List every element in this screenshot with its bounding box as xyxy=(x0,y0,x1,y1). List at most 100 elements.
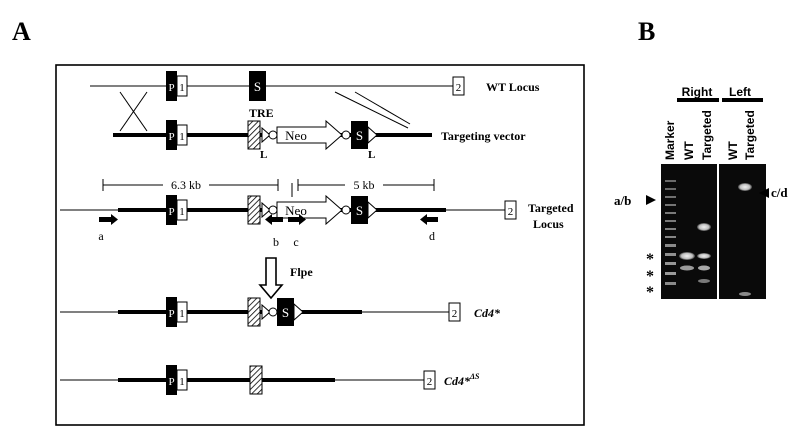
tre-hatched-box xyxy=(247,195,261,225)
primer-c-arrow xyxy=(288,214,306,225)
exon1-label: 1 xyxy=(179,206,185,218)
exon2-label: 2 xyxy=(508,206,514,218)
loxp-triangle xyxy=(367,200,378,220)
loxp-triangle xyxy=(261,126,271,144)
ladder-band xyxy=(665,212,676,214)
band-left-bottom xyxy=(739,292,751,296)
band-cd-label: c/d xyxy=(771,185,788,200)
band-star-targeted-2 xyxy=(698,265,710,271)
cd4-star-ds-row: P 1 2 Cd4*ΔS xyxy=(60,365,480,395)
label-mask xyxy=(345,177,383,191)
silencer-box xyxy=(249,71,266,101)
loxp-triangle xyxy=(261,303,271,321)
lane-marker-label: Marker xyxy=(663,120,677,160)
primer-a-label: a xyxy=(98,229,104,243)
promoter-label: P xyxy=(168,308,174,320)
silencer-box xyxy=(277,298,294,326)
star-marker-3: * xyxy=(646,284,654,301)
silencer-box xyxy=(351,121,368,149)
exon1-label: 1 xyxy=(179,308,185,320)
panel-a-label: A xyxy=(12,17,31,46)
panel-a-frame xyxy=(55,64,585,426)
gel-group-left-bar xyxy=(722,98,763,102)
exon2-label: 2 xyxy=(452,308,458,320)
band-star-targeted xyxy=(697,253,711,259)
label-mask xyxy=(163,177,209,191)
frt-circle xyxy=(341,130,351,140)
exon2-label: 2 xyxy=(427,376,433,388)
neo-label: Neo xyxy=(285,203,307,218)
ladder-band xyxy=(665,253,676,256)
neo-label: Neo xyxy=(285,128,307,143)
loxp-label: L xyxy=(260,149,267,161)
exon2-box xyxy=(448,302,461,322)
band-star-targeted-3 xyxy=(698,279,710,283)
gel-right-image xyxy=(661,164,717,299)
flpe-down-arrow xyxy=(258,257,284,300)
crossover-right-a xyxy=(334,91,409,129)
exon2-box xyxy=(504,200,517,220)
frt-circle xyxy=(341,205,351,215)
loxp-triangle xyxy=(261,201,271,219)
targeted-locus-label-2: Locus xyxy=(533,217,564,231)
exon1-box xyxy=(176,369,188,391)
exon1-label: 1 xyxy=(179,131,185,143)
ladder-band xyxy=(665,262,676,265)
silencer-label: S xyxy=(356,128,363,143)
band-cd-targeted xyxy=(738,183,752,191)
primer-a-arrow xyxy=(99,214,118,225)
marker-ladder xyxy=(665,180,676,285)
primer-c-label: c xyxy=(293,235,298,249)
wt-locus-row: P 1 S 2 WT Locus xyxy=(90,71,540,101)
cd4-star-ds-sup: ΔS xyxy=(469,372,480,381)
targeting-vector-label: Targeting vector xyxy=(441,129,526,143)
exon1-box xyxy=(176,301,188,323)
targeted-locus-row: P 1 Neo S 2 Targeted Locus a b c d xyxy=(60,194,574,249)
band-star-wt xyxy=(679,252,695,260)
exon1-box xyxy=(176,199,188,221)
exon1-box xyxy=(176,124,188,146)
band-star-wt-2 xyxy=(680,265,694,271)
frt-circle xyxy=(268,307,278,317)
promoter-box xyxy=(166,120,177,150)
star-marker-1: * xyxy=(646,251,654,268)
lane-targeted-left-label: Targeted xyxy=(743,110,757,160)
ladder-band xyxy=(665,188,676,190)
promoter-box xyxy=(166,365,177,395)
primer-d-label: d xyxy=(429,229,435,243)
primer-b-label: b xyxy=(273,235,279,249)
tre-hatched-box xyxy=(247,297,261,327)
distance-right-label: 5 kb xyxy=(354,178,375,192)
exon1-box xyxy=(176,75,188,97)
frt-circle xyxy=(268,130,278,140)
ladder-band xyxy=(665,220,676,222)
gel-panel: Right Left Marker WT Targeted WT Targete… xyxy=(614,85,788,301)
gel-group-left: Left xyxy=(729,85,751,99)
cd4-star-ds-base: Cd4* xyxy=(444,374,471,388)
ladder-band xyxy=(665,204,676,206)
ladder-band xyxy=(665,272,676,275)
distance-brackets: 6.3 kb 5 kb xyxy=(102,177,435,197)
primer-b-arrow xyxy=(265,214,283,225)
promoter-label: P xyxy=(168,206,174,218)
star-marker-2: * xyxy=(646,268,654,285)
gel-group-right: Right xyxy=(682,85,713,99)
band-ab-targeted xyxy=(697,223,711,231)
loxp-triangle xyxy=(293,302,304,322)
neo-arrow xyxy=(276,119,343,151)
band-cd-pointer xyxy=(759,188,769,198)
primer-d-arrow xyxy=(420,214,438,225)
ladder-band xyxy=(665,228,676,230)
tre-hatched-box xyxy=(249,365,263,395)
ladder-band xyxy=(665,282,676,285)
promoter-label: P xyxy=(168,82,174,94)
panel-b-label: B xyxy=(638,17,655,46)
frt-circle xyxy=(268,205,278,215)
tre-label: TRE xyxy=(249,106,274,120)
loxp-label: L xyxy=(368,149,375,161)
crossover-left-b xyxy=(119,91,148,132)
cd4-star-label: Cd4* xyxy=(474,306,501,320)
silencer-label: S xyxy=(356,203,363,218)
exon2-label: 2 xyxy=(456,82,462,94)
distance-left-label: 6.3 kb xyxy=(171,178,201,192)
